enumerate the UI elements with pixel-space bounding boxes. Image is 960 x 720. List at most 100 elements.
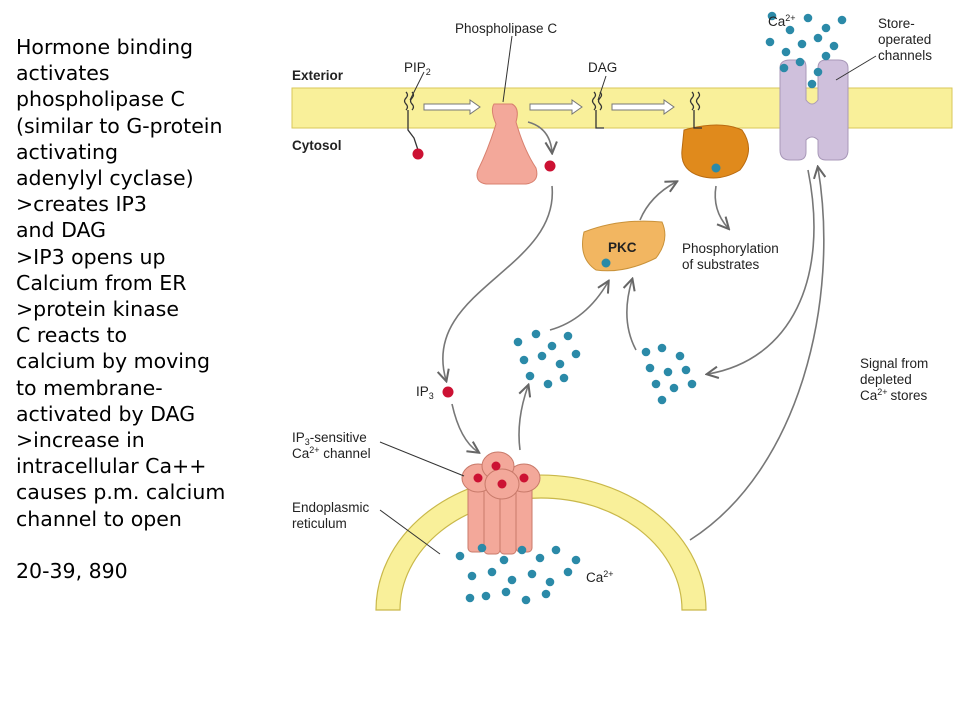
note-line: activated by DAG — [16, 401, 196, 426]
lipid-tails — [403, 91, 702, 151]
calcium-ion — [601, 258, 611, 268]
calcium-ion — [465, 593, 475, 603]
note-line: phospholipase C — [16, 87, 185, 112]
calcium-ion — [545, 577, 555, 587]
note-line: adenylyl cyclase) — [16, 166, 194, 191]
ip3-headgroup — [412, 148, 424, 160]
membrane-flow-arrows — [423, 99, 675, 115]
calcium-ion — [467, 571, 477, 581]
calcium-ion — [765, 37, 775, 47]
pkc-label: PKC — [608, 240, 637, 255]
arrow-calcium2-to-pkc — [627, 280, 637, 351]
calcium-ion — [537, 351, 547, 361]
ip3-label: IP3 — [416, 384, 434, 401]
calcium-ion — [521, 595, 531, 605]
note-line: Calcium from ER — [16, 270, 187, 295]
calcium-ion — [663, 367, 673, 377]
note-line: to membrane- — [16, 375, 163, 400]
calcium-ion — [501, 587, 511, 597]
calcium-ion — [551, 545, 561, 555]
arrow-plc-to-ip3 — [527, 121, 552, 152]
note-line: and DAG — [16, 218, 107, 243]
calcium-ion — [555, 359, 565, 369]
calcium-ion — [675, 351, 685, 361]
calcium-ion — [571, 349, 581, 359]
calcium-ion — [821, 23, 831, 33]
phospholipase-c-enzyme — [476, 103, 538, 185]
arrow-signal-to-channel — [689, 168, 824, 541]
arrow-to-phosphorylation — [714, 185, 728, 228]
arrow-calcium-to-pkc — [549, 282, 608, 331]
calcium-ion — [527, 569, 537, 579]
calcium-ion — [829, 41, 839, 51]
calcium-ion — [797, 39, 807, 49]
er-label: Endoplasmic reticulum — [292, 500, 373, 531]
calcium-ion — [795, 57, 805, 67]
note-line: activates — [16, 61, 110, 86]
calcium-ion — [513, 337, 523, 347]
pkc-free — [582, 220, 666, 272]
cytosol-label: Cytosol — [292, 138, 342, 153]
calcium-ion — [507, 575, 517, 585]
calcium-ion — [813, 33, 823, 43]
pip2-label: PIP2 — [404, 60, 431, 77]
note-line: calcium by moving — [16, 349, 210, 374]
calcium-ion — [477, 543, 487, 553]
calcium-ion — [641, 347, 651, 357]
calcium-ion — [779, 63, 789, 73]
ip3-sensitive-channel — [461, 451, 541, 555]
calcium-ion — [571, 555, 581, 565]
calcium-ion — [803, 13, 813, 23]
label-pointers — [379, 35, 877, 555]
arrow-ip3-down — [443, 185, 553, 380]
calcium-ion — [687, 379, 697, 389]
calcium-ion-clusters — [455, 11, 847, 605]
phospholipase-c-label: Phospholipase C — [455, 21, 557, 36]
ca-er-label: Ca2+ — [586, 569, 614, 585]
arrow-ip3-to-channel — [451, 403, 478, 452]
calcium-ion — [481, 591, 491, 601]
calcium-ion — [563, 567, 573, 577]
calcium-ion — [525, 371, 535, 381]
signal-label: Signal from depleted Ca2+stores — [860, 356, 932, 403]
arrow-channel-to-calcium — [708, 169, 815, 374]
calcium-ion — [837, 15, 847, 25]
note-line: activating — [16, 139, 118, 164]
calcium-ion — [455, 551, 465, 561]
store-operated-label: Store- operated channels — [878, 16, 935, 63]
calcium-ion — [767, 11, 777, 21]
store-operated-channel — [779, 59, 849, 161]
ip3-molecule — [442, 386, 454, 398]
arrow-channel-calcium — [518, 386, 528, 451]
note-line: >increase in — [16, 428, 145, 453]
calcium-ion — [559, 373, 569, 383]
exterior-label: Exterior — [292, 68, 344, 83]
note-line: channel to open — [16, 506, 182, 531]
note-line: (similar to G-protein — [16, 113, 223, 138]
arrow-pkc-to-membrane — [639, 182, 676, 221]
pkc-active-on-membrane — [681, 124, 749, 179]
calcium-ion — [651, 379, 661, 389]
calcium-ion — [531, 329, 541, 339]
note-line: causes p.m. calcium — [16, 480, 226, 505]
calcium-ion — [813, 67, 823, 77]
dag-label: DAG — [588, 60, 617, 75]
ip3-channel-label: IP3-sensitive Ca2+ channel — [292, 430, 371, 461]
ip3-molecule — [544, 160, 556, 172]
note-line: >protein kinase — [16, 297, 179, 322]
calcium-ion — [645, 363, 655, 373]
calcium-ion — [563, 331, 573, 341]
calcium-ion — [711, 163, 721, 173]
calcium-ion — [499, 555, 509, 565]
note-line: intracellular Ca++ — [16, 454, 207, 479]
ca-top-label: Ca2+ — [768, 13, 796, 29]
calcium-ion — [517, 545, 527, 555]
calcium-ion — [547, 341, 557, 351]
calcium-ion — [543, 379, 553, 389]
calcium-ion — [657, 343, 667, 353]
calcium-ion — [541, 589, 551, 599]
note-line: >IP3 opens up — [16, 244, 166, 269]
note-line: Hormone binding — [16, 35, 194, 59]
